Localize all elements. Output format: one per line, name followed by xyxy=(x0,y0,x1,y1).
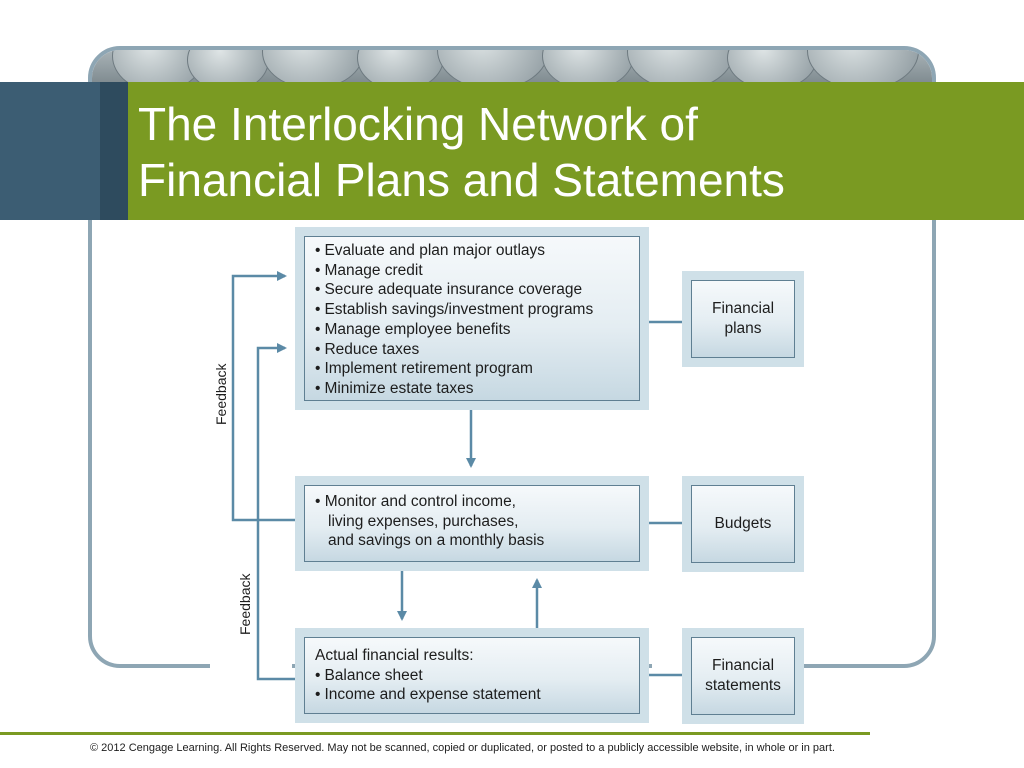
financial-plans-box: Financial plans xyxy=(682,271,804,367)
title-line-2: Financial Plans and Statements xyxy=(138,154,785,206)
list-item: •Manage employee benefits xyxy=(315,320,511,338)
list-item: •Reduce taxes xyxy=(315,340,420,358)
budget-box: • Monitor and control income, living exp… xyxy=(295,476,649,571)
budgets-box: Budgets xyxy=(682,476,804,572)
list-item: • Monitor and control income, xyxy=(315,493,516,510)
budgets-box-inner: Budgets xyxy=(691,485,795,563)
plans-box-inner: •Evaluate and plan major outlays •Manage… xyxy=(304,236,640,401)
list-item: and savings on a monthly basis xyxy=(328,532,545,550)
copyright-notice: © 2012 Cengage Learning. All Rights Rese… xyxy=(90,742,835,754)
budget-box-inner: • Monitor and control income, living exp… xyxy=(304,485,640,562)
results-box-inner: Actual financial results: •Balance sheet… xyxy=(304,637,640,714)
feedback-label-lower: Feedback xyxy=(237,573,253,635)
budget-list: • Monitor and control income, living exp… xyxy=(305,486,639,551)
results-box: Actual financial results: •Balance sheet… xyxy=(295,628,649,723)
feedback-loop-lower xyxy=(256,343,295,681)
financial-plans-label: Financial plans xyxy=(711,300,775,337)
financial-statements-label: Financial statements xyxy=(705,657,781,694)
frame-gap xyxy=(210,660,292,672)
title-band xyxy=(128,82,1024,220)
title-line-1: The Interlocking Network of xyxy=(138,98,698,150)
results-list: Actual financial results: •Balance sheet… xyxy=(305,638,639,705)
title-band-accent xyxy=(100,82,128,220)
slide-title: The Interlocking Network of Financial Pl… xyxy=(138,96,898,208)
financial-plans-box-inner: Financial plans xyxy=(691,280,795,358)
list-item: •Establish savings/investment programs xyxy=(315,301,594,319)
financial-statements-box: Financial statements xyxy=(682,628,804,724)
financial-statements-box-inner: Financial statements xyxy=(691,637,795,715)
footer-rule xyxy=(0,732,870,735)
list-item: •Manage credit xyxy=(315,261,423,279)
list-item: •Balance sheet xyxy=(315,666,423,684)
budgets-label: Budgets xyxy=(714,515,772,532)
list-item: •Minimize estate taxes xyxy=(315,379,474,397)
list-item: •Implement retirement program xyxy=(315,360,533,378)
feedback-label-upper: Feedback xyxy=(213,363,229,425)
feedback-loop-upper xyxy=(231,271,295,522)
plans-list: •Evaluate and plan major outlays •Manage… xyxy=(305,237,639,399)
list-item: •Income and expense statement xyxy=(315,686,541,704)
list-item: •Evaluate and plan major outlays xyxy=(315,242,546,259)
plans-box: •Evaluate and plan major outlays •Manage… xyxy=(295,227,649,410)
coins-photo xyxy=(92,50,932,84)
list-item: •Secure adequate insurance coverage xyxy=(315,281,583,299)
results-heading: Actual financial results: xyxy=(315,647,474,664)
list-item: living expenses, purchases, xyxy=(328,512,519,530)
